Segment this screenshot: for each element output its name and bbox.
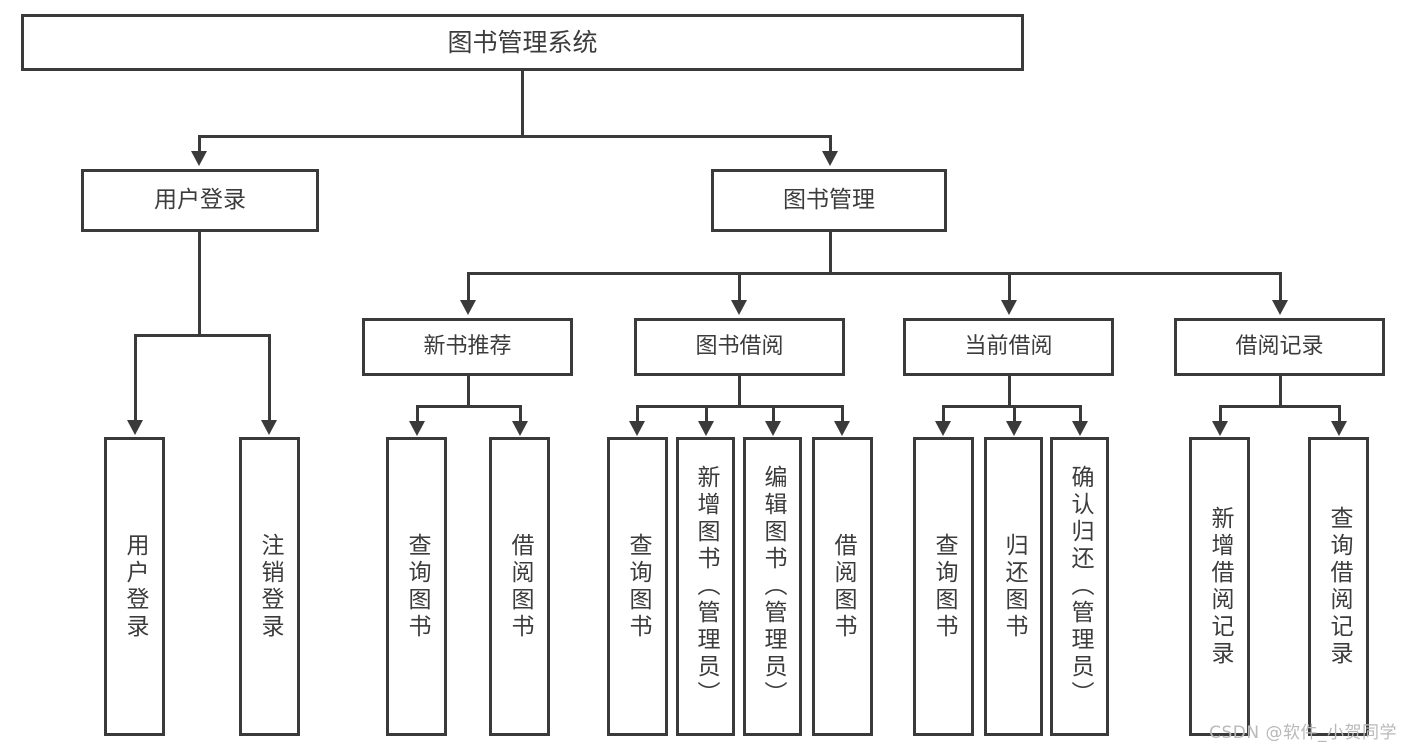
arrow-to-leaf-query-record xyxy=(1331,421,1347,436)
leaf-query-book-cb[interactable]: 查询图书 xyxy=(913,437,974,736)
arrow-to-leaf-query-book-2 xyxy=(629,421,645,436)
connector-root-bar xyxy=(198,135,832,138)
arrow-to-leaf-query-book-3 xyxy=(935,421,951,436)
connector-bookmanage-bar xyxy=(467,272,1279,275)
leaf-label: 归还图书 xyxy=(1001,532,1027,641)
node-book-management[interactable]: 图书管理 xyxy=(711,169,947,232)
node-label: 新书推荐 xyxy=(423,334,512,359)
connector-cb-drop-3 xyxy=(1079,405,1082,423)
connector-bookmanage-stem xyxy=(829,232,832,274)
arrow-to-leaf-logout xyxy=(261,420,277,435)
connector-root-drop-right xyxy=(829,135,832,153)
leaf-label: 借阅图书 xyxy=(507,532,533,641)
arrow-to-leaf-user-login xyxy=(127,420,143,435)
leaf-label: 查询借阅记录 xyxy=(1326,505,1352,668)
connector-bb-stem xyxy=(738,376,741,407)
connector-bb-drop-3 xyxy=(772,405,775,423)
arrow-to-current-borrow xyxy=(1001,300,1017,315)
connector-br-bar xyxy=(1219,405,1341,408)
connector-userlogin-stem xyxy=(198,232,201,336)
node-book-borrow[interactable]: 图书借阅 xyxy=(634,318,845,376)
arrow-to-leaf-edit-book xyxy=(765,421,781,436)
leaf-add-book-admin[interactable]: 新增图书（管理员） xyxy=(676,437,735,736)
connector-bm-drop-2 xyxy=(738,272,741,302)
connector-nbr-bar xyxy=(416,405,522,408)
leaf-label: 查询图书 xyxy=(625,532,651,641)
arrow-to-leaf-return-book xyxy=(1006,421,1022,436)
leaf-label: 查询图书 xyxy=(931,532,957,641)
arrow-to-new-book-recommend xyxy=(460,300,476,315)
node-label: 图书管理系统 xyxy=(447,28,598,57)
leaf-label: 查询图书 xyxy=(404,532,430,641)
node-label: 图书管理 xyxy=(783,187,875,213)
arrow-to-leaf-confirm-return xyxy=(1072,421,1088,436)
leaf-query-borrow-record[interactable]: 查询借阅记录 xyxy=(1308,437,1369,736)
connector-br-stem xyxy=(1279,376,1282,407)
node-label: 用户登录 xyxy=(154,187,246,213)
connector-bm-drop-3 xyxy=(1008,272,1011,302)
leaf-label: 用户登录 xyxy=(122,532,148,641)
connector-nbr-drop-1 xyxy=(416,405,419,423)
connector-bb-drop-2 xyxy=(705,405,708,423)
connector-bb-bar xyxy=(636,405,844,408)
node-borrow-record[interactable]: 借阅记录 xyxy=(1174,318,1385,376)
leaf-label: 借阅图书 xyxy=(830,532,856,641)
arrow-to-borrow-record xyxy=(1272,300,1288,315)
arrow-to-leaf-add-book xyxy=(698,421,714,436)
leaf-query-book-nbr[interactable]: 查询图书 xyxy=(386,437,447,736)
node-label: 当前借阅 xyxy=(964,334,1053,359)
leaf-query-book-bb[interactable]: 查询图书 xyxy=(607,437,668,736)
connector-cb-drop-1 xyxy=(942,405,945,423)
connector-cb-drop-2 xyxy=(1013,405,1016,423)
connector-root-drop-left xyxy=(198,135,201,153)
connector-bb-drop-4 xyxy=(841,405,844,423)
arrow-to-book-manage xyxy=(822,151,838,166)
leaf-label: 确认归还（管理员） xyxy=(1067,465,1093,708)
connector-cb-bar xyxy=(942,405,1079,408)
leaf-label: 编辑图书（管理员） xyxy=(760,465,786,708)
node-current-borrow[interactable]: 当前借阅 xyxy=(903,318,1114,376)
watermark-text: CSDN @软件_小贺同学 xyxy=(1209,723,1397,743)
arrow-to-leaf-borrow-book-1 xyxy=(512,421,528,436)
connector-userlogin-drop-2 xyxy=(268,334,271,422)
leaf-edit-book-admin[interactable]: 编辑图书（管理员） xyxy=(743,437,802,736)
leaf-add-borrow-record[interactable]: 新增借阅记录 xyxy=(1189,437,1250,736)
arrow-to-leaf-borrow-book-2 xyxy=(834,421,850,436)
connector-userlogin-drop-1 xyxy=(134,334,137,422)
leaf-return-book[interactable]: 归还图书 xyxy=(984,437,1043,736)
node-root-system[interactable]: 图书管理系统 xyxy=(21,14,1024,71)
node-user-login[interactable]: 用户登录 xyxy=(81,169,319,232)
leaf-confirm-return-admin[interactable]: 确认归还（管理员） xyxy=(1050,437,1109,736)
connector-bm-drop-1 xyxy=(467,272,470,302)
connector-nbr-stem xyxy=(467,376,470,407)
leaf-user-login[interactable]: 用户登录 xyxy=(104,437,165,736)
connector-userlogin-bar xyxy=(134,334,271,337)
connector-cb-stem xyxy=(1008,376,1011,407)
leaf-borrow-book-nbr[interactable]: 借阅图书 xyxy=(489,437,550,736)
node-new-book-recommend[interactable]: 新书推荐 xyxy=(362,318,573,376)
leaf-logout[interactable]: 注销登录 xyxy=(239,437,300,736)
arrow-to-user-login xyxy=(191,151,207,166)
node-label: 借阅记录 xyxy=(1235,334,1324,359)
connector-bm-drop-4 xyxy=(1279,272,1282,302)
connector-nbr-drop-2 xyxy=(519,405,522,423)
leaf-label: 新增借阅记录 xyxy=(1207,505,1233,668)
leaf-borrow-book-bb[interactable]: 借阅图书 xyxy=(812,437,873,736)
leaf-label: 新增图书（管理员） xyxy=(693,465,719,708)
arrow-to-leaf-query-book-1 xyxy=(409,421,425,436)
arrow-to-book-borrow xyxy=(731,300,747,315)
node-label: 图书借阅 xyxy=(695,334,784,359)
arrow-to-leaf-add-record xyxy=(1212,421,1228,436)
connector-br-drop-1 xyxy=(1219,405,1222,423)
connector-root-stem xyxy=(521,71,524,137)
connector-bb-drop-1 xyxy=(636,405,639,423)
leaf-label: 注销登录 xyxy=(257,532,283,641)
connector-br-drop-2 xyxy=(1338,405,1341,423)
